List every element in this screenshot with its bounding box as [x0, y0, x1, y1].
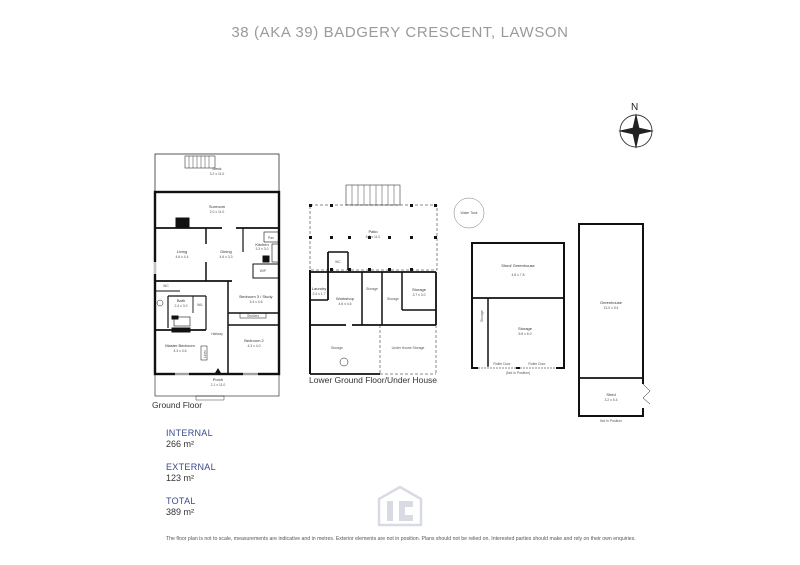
- shed-building-labels: Shed/ Greenhouse 4.8 x 7.8 Storage Stora…: [480, 263, 546, 375]
- room-living-dim: 4.6 x 4.4: [175, 255, 188, 259]
- room-shed-name: Shed: [606, 392, 615, 397]
- room-wip: WIP: [260, 269, 267, 273]
- room-greenhouse-dim: 13.0 x 5.4: [604, 306, 619, 310]
- page-title: 38 (AKA 39) BADGERY CRESCENT, LAWSON: [231, 24, 569, 41]
- area-external-value: 123 m²: [166, 473, 195, 483]
- room-shelves: Shelves: [247, 314, 259, 318]
- room-pantry: Pan: [268, 236, 274, 240]
- room-patio-name: Patio: [368, 229, 378, 234]
- room-dining-dim: 4.6 x 3.3: [219, 255, 232, 259]
- room-sunroom-name: Sunroom: [209, 204, 226, 209]
- room-storage4: Storage: [331, 346, 343, 350]
- area-internal: INTERNAL 266 m²: [166, 428, 216, 450]
- room-storage3-name: Storage: [412, 287, 427, 292]
- room-master-name: Master Bedroom: [165, 343, 195, 348]
- entry-arrow-icon: [214, 368, 222, 375]
- room-shed-storage-name: Storage: [518, 326, 533, 331]
- area-total-label: TOTAL: [166, 496, 196, 506]
- lower-floor-labels: Patio 8.0 x 11.0 WC Laundry 2.4 x 1.7 Wo…: [309, 211, 478, 385]
- not-in-position-2: Not In Position: [600, 419, 622, 423]
- room-master-dim: 4.3 x 4.6: [173, 349, 186, 353]
- room-lower-wc: WC: [335, 260, 341, 264]
- room-greenhouse-name: Greenhouse: [600, 300, 623, 305]
- area-total: TOTAL 389 m²: [166, 496, 216, 518]
- room-deck-name: Deck: [212, 166, 221, 171]
- area-summary: INTERNAL 266 m² EXTERNAL 123 m² TOTAL 38…: [166, 428, 216, 530]
- ground-floor-labels: Deck 3.2 x 11.0 Sunroom 2.0 x 11.0 Livin…: [152, 166, 274, 410]
- room-workshop-dim: 4.6 x 4.6: [338, 302, 351, 306]
- not-in-position-1: (Not In Position): [506, 371, 530, 375]
- room-shed-storage-dim: 5.8 x 6.0: [518, 332, 531, 336]
- room-sunroom-dim: 2.0 x 11.0: [210, 210, 225, 214]
- room-laundry-name: Laundry: [312, 286, 326, 291]
- area-internal-value: 266 m²: [166, 439, 195, 449]
- shed-building-plan: [471, 242, 565, 370]
- room-living-name: Living: [177, 249, 187, 254]
- room-shed-greenhouse-name: Shed/ Greenhouse: [501, 263, 535, 268]
- room-kitchen-dim: 3.3 x 3.0: [255, 247, 268, 251]
- room-shed-storage-side: Storage: [480, 310, 484, 322]
- room-wil: WIL: [197, 303, 203, 307]
- room-bedroom3-dim: 3.4 x 4.6: [249, 300, 262, 304]
- room-workshop-name: Workshop: [336, 296, 355, 301]
- room-linen: Linen: [203, 350, 207, 358]
- room-shed-dim: 3.2 x 5.4: [604, 398, 617, 402]
- greenhouse-labels: Greenhouse 13.0 x 5.4 Shed 3.2 x 5.4 Not…: [600, 300, 623, 423]
- room-bath-dim: 2.4 x 3.0: [174, 304, 187, 308]
- compass-north-label: N: [631, 102, 638, 113]
- greenhouse-plan: [578, 223, 651, 417]
- compass: N: [618, 102, 654, 149]
- room-deck-dim: 3.2 x 11.0: [210, 172, 225, 176]
- lower-floor-label: Lower Ground Floor/Under House: [309, 375, 437, 385]
- room-bedroom2-dim: 4.3 x 4.0: [247, 344, 260, 348]
- room-porch-dim: 2.1 x 11.0: [211, 383, 226, 387]
- room-kitchen-name: Kitchen: [255, 242, 268, 247]
- room-dining-name: Dining: [220, 249, 231, 254]
- room-laundry-dim: 2.4 x 1.7: [312, 292, 325, 296]
- room-storage1: Storage: [366, 287, 378, 291]
- water-tank-label: Water Tank: [461, 211, 478, 215]
- room-bedroom2-name: Bedroom 2: [244, 338, 264, 343]
- room-bath-name: Bath: [177, 298, 185, 303]
- room-storage2: Storage: [387, 297, 399, 301]
- room-bedroom3-name: Bedroom 3 / Study: [239, 294, 272, 299]
- room-storage3-dim: 3.7 x 3.0: [412, 293, 425, 297]
- area-external: EXTERNAL 123 m²: [166, 462, 216, 484]
- room-shed-greenhouse-dim: 4.8 x 7.8: [511, 273, 524, 277]
- roller-door-2: Roller Door: [528, 362, 546, 366]
- lower-floor-plan: [309, 184, 485, 375]
- room-wc: WC: [163, 284, 169, 288]
- room-hallway: Hallway: [211, 332, 223, 336]
- room-patio-dim: 8.0 x 11.0: [366, 235, 381, 239]
- room-porch-name: Porch: [213, 377, 223, 382]
- area-total-value: 389 m²: [166, 507, 195, 517]
- area-internal-label: INTERNAL: [166, 428, 213, 438]
- disclaimer-text: The floor plan is not to scale, measurem…: [166, 536, 636, 542]
- brand-logo-icon: [377, 485, 423, 527]
- area-external-label: EXTERNAL: [166, 462, 216, 472]
- ground-floor-plan: [153, 153, 281, 401]
- ground-floor-label: Ground Floor: [152, 400, 202, 410]
- room-underhouse: Under House Storage: [392, 346, 425, 350]
- roller-door-1: Roller Door: [493, 362, 511, 366]
